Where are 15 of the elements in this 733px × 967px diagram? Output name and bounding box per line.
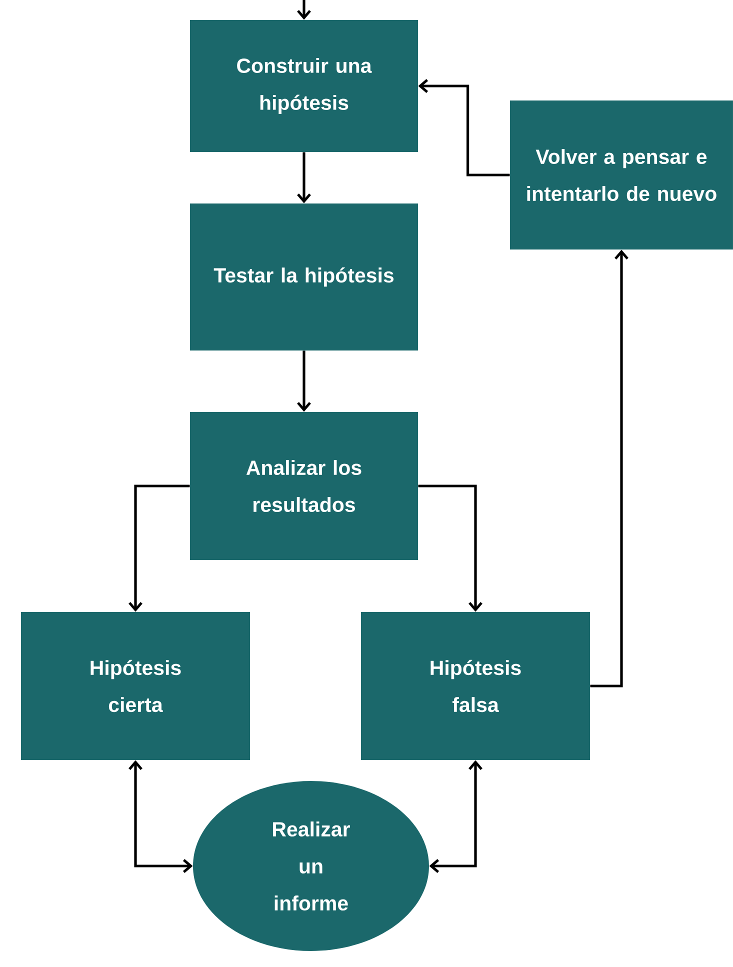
arrow (297, 152, 311, 204)
process-box: Construir una hipótesis (190, 20, 418, 152)
arrow (297, 350, 311, 412)
arrow (128, 484, 190, 612)
process-box: Hipótesis falsa (361, 612, 590, 760)
arrow (590, 250, 628, 688)
arrow (297, 0, 311, 20)
arrow (429, 760, 482, 873)
process-box: Hipótesis cierta (21, 612, 250, 760)
arrow (418, 79, 510, 176)
process-box: Analizar los resultados (190, 412, 418, 560)
arrow (418, 484, 482, 612)
process-box: Volver a pensar e intentarlo de nuevo (510, 100, 733, 250)
process-box: Testar la hipótesis (190, 204, 418, 350)
arrow (128, 760, 193, 873)
